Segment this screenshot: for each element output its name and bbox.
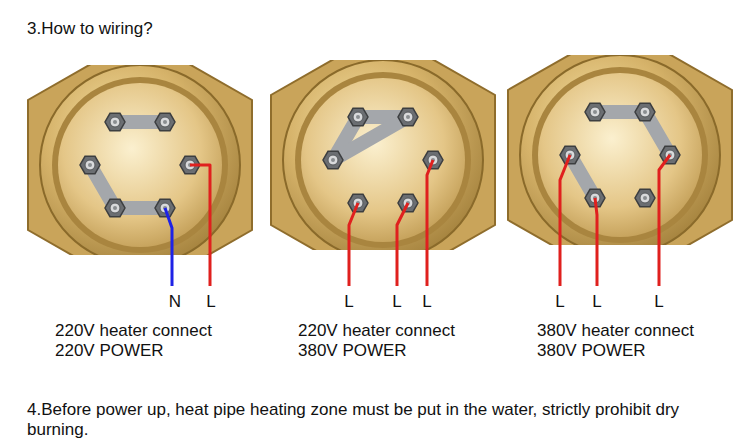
wiring-caption: 380V POWER	[298, 341, 407, 361]
live-wire	[427, 160, 433, 286]
heater-flange	[28, 36, 252, 294]
neutral-wire	[165, 208, 172, 286]
live-wire	[659, 155, 670, 286]
live-wire	[595, 198, 597, 286]
terminal-label: L	[582, 292, 612, 312]
bridge-plate	[333, 117, 408, 160]
terminal-label: L	[545, 292, 575, 312]
wiring-caption: 220V heater connect	[55, 321, 212, 341]
live-wire	[560, 155, 570, 286]
terminal-label: L	[196, 292, 226, 312]
wiring-caption: 220V heater connect	[298, 321, 455, 341]
live-wire	[397, 203, 408, 286]
warning-note: 4.Before power up, heat pipe heating zon…	[27, 400, 717, 440]
wiring-caption: 380V POWER	[537, 341, 646, 361]
bridge-plate	[570, 112, 670, 198]
wiring-caption: 220V POWER	[55, 341, 164, 361]
terminal-label: L	[644, 292, 674, 312]
terminal-label: L	[412, 292, 442, 312]
bridge-plate	[90, 122, 165, 208]
heater-flange	[508, 26, 732, 284]
terminal-label: L	[382, 292, 412, 312]
heater-flange	[271, 31, 495, 289]
terminal-label: N	[160, 292, 190, 312]
section-title: 3.How to wiring?	[27, 19, 153, 39]
live-wire	[190, 165, 210, 286]
wiring-caption: 380V heater connect	[537, 321, 694, 341]
live-wire	[349, 203, 358, 286]
terminal-label: L	[334, 292, 364, 312]
